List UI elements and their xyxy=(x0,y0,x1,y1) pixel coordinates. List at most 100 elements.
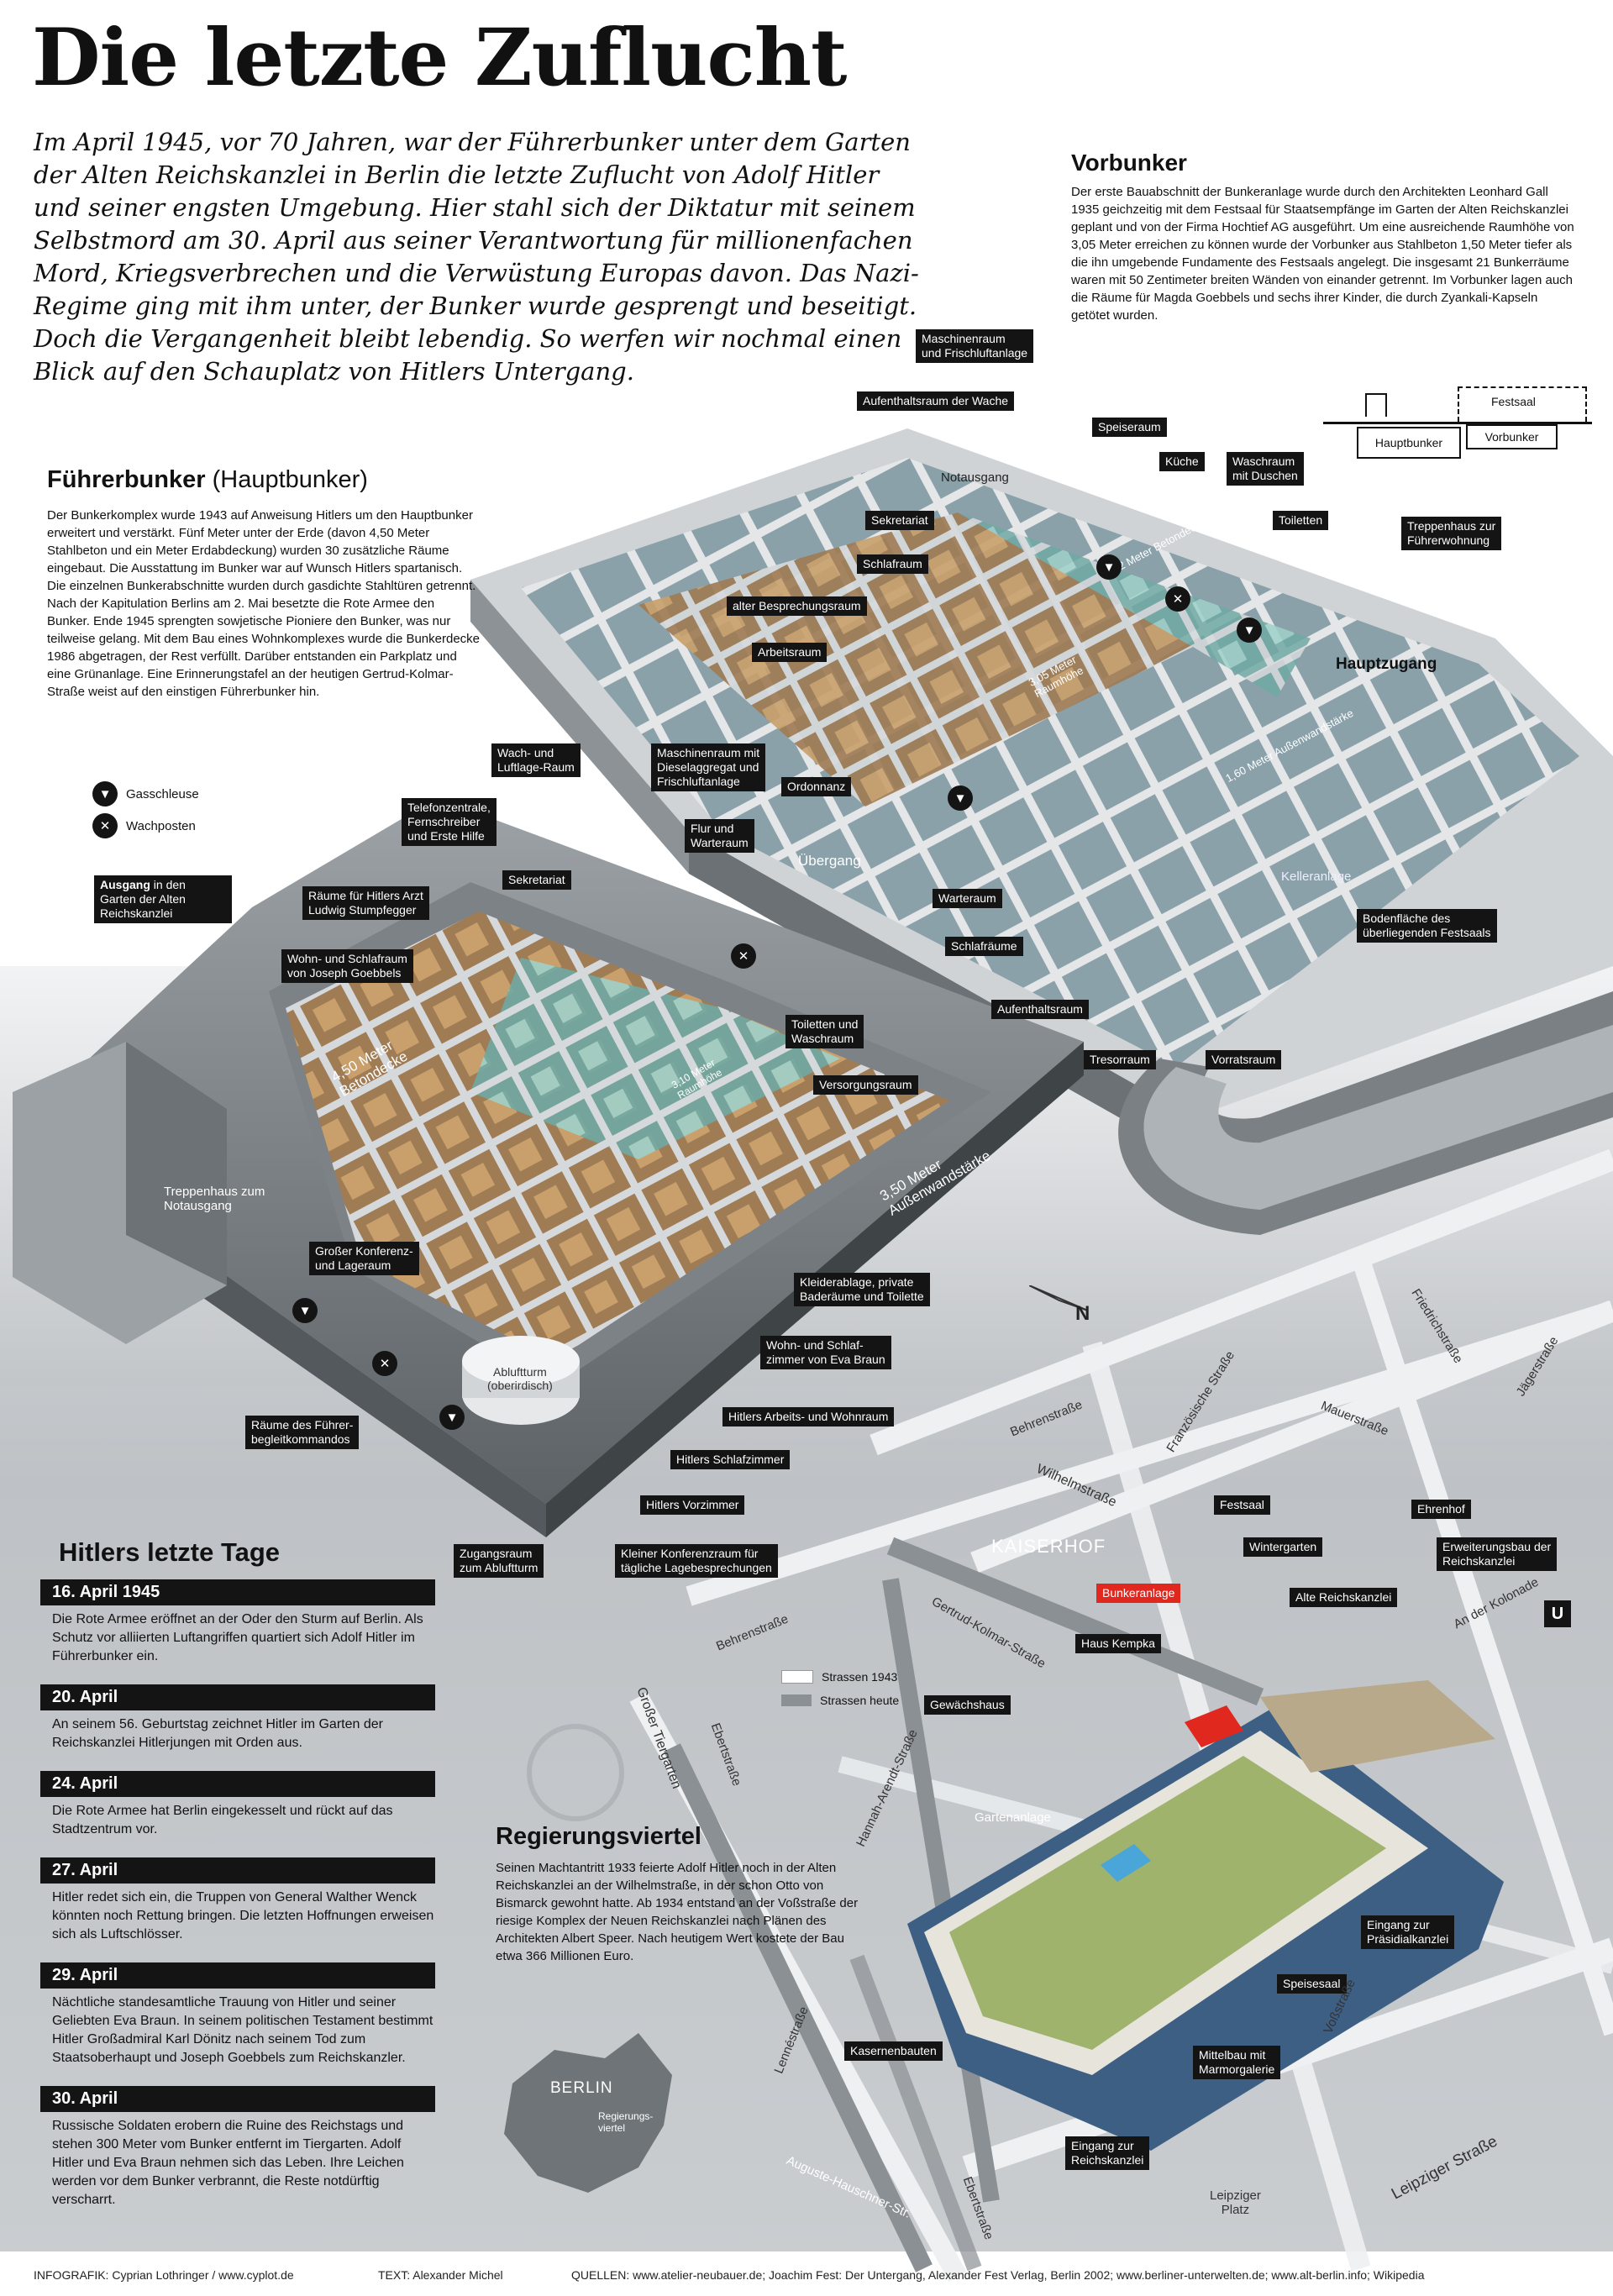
street-leipziger-platz: Leipziger Platz xyxy=(1210,2188,1261,2217)
label-kleiner-konferenzraum: Kleiner Konferenzraum für tägliche Lageb… xyxy=(615,1544,778,1578)
vorbunker-schematic: Festsaal Hauptbunker Vorbunker xyxy=(1323,386,1592,462)
last-days-entry: 24. April Die Rote Armee hat Berlin eing… xyxy=(40,1771,435,1839)
label-sekretariat-haupt: Sekretariat xyxy=(502,870,571,890)
guard-post-icon: ✕ xyxy=(1165,586,1190,612)
label-warteraum-vor: Warteraum xyxy=(933,889,1002,908)
label-aufenthaltsraum-wache: Aufenthaltsraum der Wache xyxy=(857,391,1015,411)
label-alte-reichskanzlei: Alte Reichskanzlei xyxy=(1290,1588,1398,1607)
legend-strassen-1943-swatch xyxy=(781,1670,813,1684)
last-days-list: 16. April 1945 Die Rote Armee eröffnet a… xyxy=(40,1579,435,2228)
last-days-text: Die Rote Armee hat Berlin eingekesselt u… xyxy=(52,1804,393,1836)
label-haus-kempka: Haus Kempka xyxy=(1075,1634,1161,1653)
label-ordonnanz: Ordonnanz xyxy=(781,777,852,796)
legend-gasschleuse: ▼ Gasschleuse xyxy=(92,781,199,806)
schematic-house-icon xyxy=(1365,393,1387,417)
label-fuehrerbegleitkommando: Räume des Führer- begleitkommandos xyxy=(245,1416,360,1449)
label-eingang-praesidialkanzlei: Eingang zur Präsidialkanzlei xyxy=(1361,1915,1455,1949)
schematic-vorbunker: Vorbunker xyxy=(1466,424,1558,449)
label-flur-warteraum: Flur und Warteraum xyxy=(685,819,754,853)
last-days-text: An seinem 56. Geburtstag zeichnet Hitler… xyxy=(52,1717,383,1750)
label-treppenhaus-fuehrerwohnung: Treppenhaus zur Führerwohnung xyxy=(1401,517,1502,550)
ubahn-icon: U xyxy=(1544,1600,1571,1627)
label-speisesaal: Speisesaal xyxy=(1277,1974,1347,1994)
gas-lock-icon: ▼ xyxy=(948,785,973,811)
guard-post-icon: ✕ xyxy=(372,1351,397,1376)
label-ausgang-text: in den Garten der Alten Reichskanzlei xyxy=(100,878,186,920)
compass-label: N xyxy=(1075,1302,1090,1325)
last-days-text: Russische Soldaten erobern die Ruine des… xyxy=(52,2119,404,2207)
last-days-date: 29. April xyxy=(40,1962,435,1989)
north-arrow-icon: N xyxy=(1028,1285,1096,1325)
label-mittelbau: Mittelbau mit Marmorgalerie xyxy=(1193,2046,1281,2079)
fuehrerbunker-heading: Führerbunker (Hauptbunker) xyxy=(47,466,368,494)
label-arbeits-wohnraum: Hitlers Arbeits- und Wohnraum xyxy=(722,1407,895,1426)
last-days-date: 16. April 1945 xyxy=(40,1579,435,1605)
schematic-hauptbunker: Hauptbunker xyxy=(1357,427,1461,459)
footer-text: TEXT: Alexander Michel xyxy=(378,2268,503,2282)
gas-lock-icon: ▼ xyxy=(92,781,118,806)
legend-wachposten: ✕ Wachposten xyxy=(92,813,196,838)
label-waschraum-duschen: Waschraum mit Duschen xyxy=(1227,452,1304,486)
fuehrerbunker-heading-main: Führerbunker xyxy=(47,466,206,493)
label-eingang-reichskanzlei: Eingang zur Reichskanzlei xyxy=(1065,2136,1150,2170)
label-ausgang-head: Ausgang xyxy=(100,878,150,891)
inset-marker-label: Regierungs- viertel xyxy=(598,2110,654,2134)
last-days-text: Die Rote Armee eröffnet an der Oder den … xyxy=(52,1612,423,1663)
label-maschinenraum-frischluft: Maschinenraum und Frischluftanlage xyxy=(916,329,1034,363)
label-zugangsraum-abluftturm: Zugangsraum zum Abluftturm xyxy=(454,1544,544,1578)
vorbunker-text: Der erste Bauabschnitt der Bunkeranlage … xyxy=(1071,185,1574,323)
last-days-entry: 16. April 1945 Die Rote Armee eröffnet a… xyxy=(40,1579,435,1666)
vorbunker-heading: Vorbunker xyxy=(1071,150,1187,176)
intro-text: Im April 1945, vor 70 Jahren, war der Fü… xyxy=(34,128,919,386)
footer-quellen: QUELLEN: www.atelier-neubauer.de; Joachi… xyxy=(571,2268,1425,2282)
last-days-date: 24. April xyxy=(40,1771,435,1797)
regierungsviertel-text: Seinen Machtantritt 1933 feierte Adolf H… xyxy=(496,1861,859,1963)
label-schlafraeume: Schlafräume xyxy=(945,937,1023,956)
label-kelleranlage: Kelleranlage xyxy=(1281,870,1352,884)
label-toiletten-vor: Toiletten xyxy=(1273,511,1329,530)
legend-strassen-heute: Strassen heute xyxy=(781,1694,899,1707)
last-days-heading: Hitlers letzte Tage xyxy=(59,1537,281,1567)
gas-lock-icon: ▼ xyxy=(1096,554,1122,580)
last-days-date: 27. April xyxy=(40,1857,435,1884)
schematic-festsaal-label: Festsaal xyxy=(1491,395,1536,408)
last-days-text: Nächtliche standesamtliche Trauung von H… xyxy=(52,1995,433,2065)
label-eva-braun: Wohn- und Schlaf- zimmer von Eva Braun xyxy=(760,1336,891,1369)
guard-post-icon: ✕ xyxy=(731,943,756,969)
legend-gasschleuse-label: Gasschleuse xyxy=(126,786,199,801)
label-gartenanlage: Gartenanlage xyxy=(975,1810,1051,1825)
label-schlafzimmer: Hitlers Schlafzimmer xyxy=(670,1450,791,1469)
label-bunkeranlage: Bunkeranlage xyxy=(1096,1584,1181,1603)
label-abluftturm: Abluftturm (oberirdisch) xyxy=(487,1365,553,1392)
label-kasernenbauten: Kasernenbauten xyxy=(844,2041,943,2061)
label-erweiterungsbau: Erweiterungsbau der Reichskanzlei xyxy=(1437,1537,1558,1571)
label-sekretariat-vor: Sekretariat xyxy=(865,511,934,530)
label-ehrenhof: Ehrenhof xyxy=(1411,1500,1471,1519)
fuehrerbunker-text: Der Bunkerkomplex wurde 1943 auf Anweisu… xyxy=(47,508,481,699)
label-grosser-konferenzraum: Großer Konferenz- und Lageraum xyxy=(309,1242,419,1275)
label-wohnraum-goebbels: Wohn- und Schlafraum von Joseph Goebbels xyxy=(281,949,413,983)
gas-lock-icon: ▼ xyxy=(1237,617,1262,643)
last-days-entry: 27. April Hitler redet sich ein, die Tru… xyxy=(40,1857,435,1944)
label-maschinenraum-diesel: Maschinenraum mit Dieselaggregat und Fri… xyxy=(651,743,766,791)
label-vorzimmer: Hitlers Vorzimmer xyxy=(640,1495,745,1515)
label-telefonzentrale: Telefonzentrale, Fernschreiber und Erste… xyxy=(402,798,497,846)
label-festsaal: Festsaal xyxy=(1214,1495,1270,1515)
legend-strassen-1943-label: Strassen 1943 xyxy=(822,1670,898,1684)
legend-strassen-heute-swatch xyxy=(781,1694,812,1706)
label-vorratsraum: Vorratsraum xyxy=(1206,1050,1282,1069)
gas-lock-icon: ▼ xyxy=(292,1298,318,1323)
label-toiletten-waschraum: Toiletten und Waschraum xyxy=(785,1015,864,1048)
inset-city-label: BERLIN xyxy=(550,2079,613,2097)
label-arbeitsraum: Arbeitsraum xyxy=(752,643,828,662)
last-days-text: Hitler redet sich ein, die Truppen von G… xyxy=(52,1890,434,1941)
label-uebergang: Übergang xyxy=(798,853,861,869)
label-arzt-stumpfegger: Räume für Hitlers Arzt Ludwig Stumpfegge… xyxy=(302,886,429,920)
last-days-entry: 20. April An seinem 56. Geburtstag zeich… xyxy=(40,1684,435,1752)
label-wach-luftlage: Wach- und Luftlage-Raum xyxy=(491,743,581,777)
label-ausgang-garten: Ausgang in den Garten der Alten Reichska… xyxy=(94,875,232,923)
guard-post-icon: ✕ xyxy=(92,813,118,838)
label-tresorraum: Tresorraum xyxy=(1084,1050,1156,1069)
